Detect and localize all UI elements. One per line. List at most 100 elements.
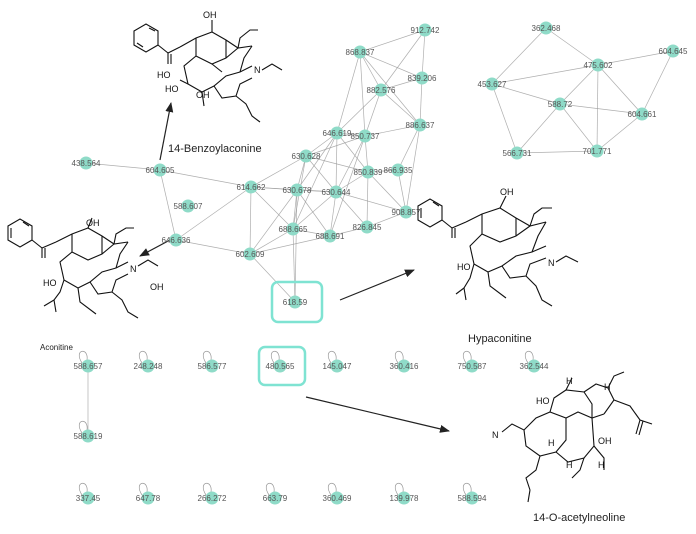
node-circle[interactable]	[81, 491, 95, 505]
node-circle[interactable]	[635, 107, 649, 121]
node-n908_857[interactable]: 908.857	[392, 205, 421, 219]
node-n475_602[interactable]: 475.602	[584, 58, 613, 72]
node-circle[interactable]	[268, 491, 282, 505]
node-circle[interactable]	[374, 83, 388, 97]
node-n866_935[interactable]: 866.935	[384, 163, 413, 177]
node-circle[interactable]	[141, 359, 155, 373]
node-circle[interactable]	[391, 163, 405, 177]
node-n647_78[interactable]: 647.78	[136, 491, 161, 505]
node-circle[interactable]	[273, 359, 287, 373]
node-n826_845[interactable]: 826.845	[353, 220, 382, 234]
self-loop-n588_657	[78, 351, 88, 364]
node-n886_637[interactable]: 886.637	[406, 118, 435, 132]
node-circle[interactable]	[485, 77, 499, 91]
node-circle[interactable]	[141, 491, 155, 505]
node-circle[interactable]	[153, 163, 167, 177]
node-circle[interactable]	[360, 220, 374, 234]
node-circle[interactable]	[527, 359, 541, 373]
node-n839_206[interactable]: 839.206	[408, 71, 437, 85]
node-n139_978[interactable]: 139.978	[390, 491, 419, 505]
node-circle[interactable]	[299, 149, 313, 163]
node-n480_565[interactable]: 480.565	[266, 359, 295, 373]
node-circle[interactable]	[330, 126, 344, 140]
node-circle[interactable]	[330, 491, 344, 505]
node-n688_691[interactable]: 688.691	[316, 229, 345, 243]
node-circle[interactable]	[553, 97, 567, 111]
node-n266_272[interactable]: 266.272	[198, 491, 227, 505]
node-circle[interactable]	[288, 295, 302, 309]
node-n604_661[interactable]: 604.661	[628, 107, 657, 121]
edge-n886_637-n866_935	[397, 124, 421, 171]
node-circle[interactable]	[286, 222, 300, 236]
node-circle[interactable]	[330, 359, 344, 373]
node-n145_047[interactable]: 145.047	[323, 359, 352, 373]
node-circle[interactable]	[397, 491, 411, 505]
node-circle[interactable]	[539, 21, 553, 35]
node-circle[interactable]	[399, 205, 413, 219]
atom-label: N	[492, 430, 499, 440]
node-n663_79[interactable]: 663.79	[263, 491, 288, 505]
node-n646_636[interactable]: 646.636	[162, 233, 191, 247]
node-n604_645[interactable]: 604.645	[659, 44, 688, 58]
node-n614_662[interactable]: 614.662	[237, 180, 266, 194]
node-n850_839[interactable]: 850.839	[354, 165, 383, 179]
node-n360_416[interactable]: 360.416	[390, 359, 419, 373]
node-n912_742[interactable]: 912.742	[411, 23, 440, 37]
node-n602_609[interactable]: 602.609	[236, 247, 265, 261]
node-n566_731[interactable]: 566.731	[503, 146, 532, 160]
node-circle[interactable]	[323, 229, 337, 243]
node-circle[interactable]	[465, 359, 479, 373]
node-n701_771[interactable]: 701.771	[583, 144, 612, 158]
node-n362_544[interactable]: 362.544	[520, 359, 549, 373]
node-circle[interactable]	[79, 156, 93, 170]
node-n588_594[interactable]: 588.594	[458, 491, 487, 505]
node-circle[interactable]	[465, 491, 479, 505]
node-circle[interactable]	[397, 359, 411, 373]
node-circle[interactable]	[353, 45, 367, 59]
node-label: 362.468	[532, 24, 561, 33]
node-circle[interactable]	[591, 58, 605, 72]
node-n882_576[interactable]: 882.576	[367, 83, 396, 97]
node-n750_587[interactable]: 750.587	[458, 359, 487, 373]
node-n646_619[interactable]: 646.619	[323, 126, 352, 140]
node-n588_607[interactable]: 588.607	[174, 199, 203, 213]
node-circle[interactable]	[666, 44, 680, 58]
node-circle[interactable]	[358, 129, 372, 143]
node-circle[interactable]	[205, 491, 219, 505]
node-n248_248[interactable]: 248.248	[134, 359, 163, 373]
edge-n630_628-n630_644	[305, 155, 337, 193]
node-circle[interactable]	[181, 199, 195, 213]
node-circle[interactable]	[81, 359, 95, 373]
node-n850_737[interactable]: 850.737	[351, 129, 380, 143]
node-n588_72[interactable]: 588.72	[548, 97, 573, 111]
node-circle[interactable]	[205, 359, 219, 373]
node-circle[interactable]	[81, 429, 95, 443]
node-n438_564[interactable]: 438.564	[72, 156, 101, 170]
node-n588_619[interactable]: 588.619	[74, 429, 103, 443]
node-n604_605[interactable]: 604.605	[146, 163, 175, 177]
node-circle[interactable]	[418, 23, 432, 37]
node-n630_628[interactable]: 630.628	[292, 149, 321, 163]
node-n630_644[interactable]: 630.644	[322, 185, 351, 199]
node-circle[interactable]	[415, 71, 429, 85]
compound-label-hypaconitine: Hypaconitine	[468, 333, 532, 345]
node-circle[interactable]	[243, 247, 257, 261]
node-n337_45[interactable]: 337.45	[76, 491, 101, 505]
node-n588_657[interactable]: 588.657	[74, 359, 103, 373]
node-circle[interactable]	[361, 165, 375, 179]
node-n868_837[interactable]: 868.837	[346, 45, 375, 59]
node-circle[interactable]	[590, 144, 604, 158]
node-n630_678[interactable]: 630.678	[283, 183, 312, 197]
node-circle[interactable]	[290, 183, 304, 197]
node-circle[interactable]	[510, 146, 524, 160]
node-n453_627[interactable]: 453.627	[478, 77, 507, 91]
node-n360_469[interactable]: 360.469	[323, 491, 352, 505]
node-n618_59[interactable]: 618.59	[283, 295, 308, 309]
node-circle[interactable]	[244, 180, 258, 194]
node-n586_577[interactable]: 586.577	[198, 359, 227, 373]
node-circle[interactable]	[169, 233, 183, 247]
node-circle[interactable]	[413, 118, 427, 132]
node-n362_468[interactable]: 362.468	[532, 21, 561, 35]
node-n688_665[interactable]: 688.665	[279, 222, 308, 236]
node-circle[interactable]	[329, 185, 343, 199]
